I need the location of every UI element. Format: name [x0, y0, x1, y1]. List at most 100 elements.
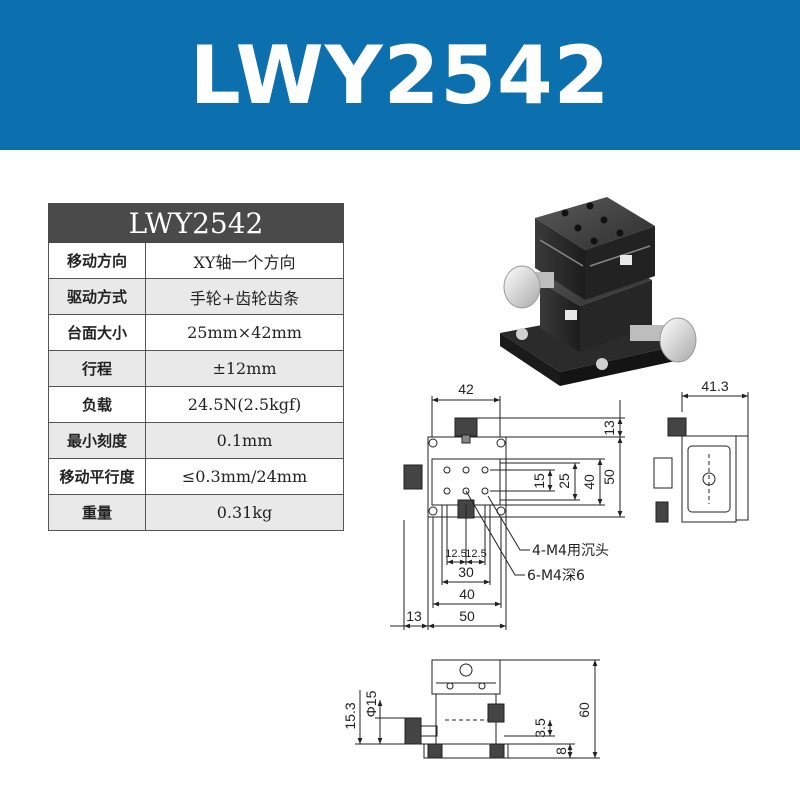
dim-label: 3.5: [532, 718, 548, 738]
side-knob-bottom: [655, 501, 669, 523]
dim-label: 15.3: [342, 702, 358, 729]
dim-label: Φ15: [363, 690, 379, 717]
lower-stage-side: [580, 280, 652, 352]
spec-label: 重量: [48, 494, 146, 531]
spec-table-header-row: LWY2542: [48, 203, 344, 243]
knob-shaft: [630, 325, 666, 341]
base-hole: [516, 328, 528, 340]
knob-top: [454, 417, 478, 437]
spec-value: ≤0.3mm/24mm: [145, 458, 344, 495]
knob-top: [667, 417, 687, 437]
dim-label: 25: [556, 473, 572, 489]
spec-label: 驱动方式: [48, 278, 146, 315]
spec-label: 移动平行度: [48, 458, 146, 495]
corner-hole: [428, 506, 438, 516]
dim-label: 60: [576, 702, 592, 718]
top-view-labels: 42 50 13 40 30 12.5 12.5 13 50 40 25 15 …: [406, 381, 617, 624]
table-row: 移动平行度≤0.3mm/24mm: [48, 458, 344, 495]
front-knob-left: [404, 717, 422, 745]
dim-label: 42: [458, 381, 474, 397]
dim-label: 12.5: [445, 548, 466, 560]
top-hole: [574, 224, 582, 232]
top-view: [390, 396, 625, 630]
spec-value: 手轮+齿轮齿条: [145, 278, 344, 315]
dim-label: 40: [581, 474, 597, 490]
dim-label: 41.3: [701, 378, 728, 394]
dim-label: 13: [406, 608, 422, 624]
table-row: 驱动方式手轮+齿轮齿条: [48, 278, 344, 315]
spec-label: 行程: [48, 350, 146, 387]
top-hole: [600, 216, 608, 224]
upper-stage-front: [535, 218, 585, 300]
front-foot: [489, 743, 505, 759]
front-view-base: [423, 743, 509, 759]
dim-label: 15: [531, 473, 547, 489]
knob-right: [659, 317, 697, 363]
hole-note: 4-M4用沉头: [532, 543, 609, 559]
top-hole: [586, 202, 594, 210]
front-knob-right: [487, 703, 505, 723]
dim-label: 50: [459, 608, 475, 624]
title-banner: LWY2542: [0, 0, 800, 150]
table-hole: [462, 487, 470, 495]
base-hole: [596, 358, 608, 370]
hole-note: 6-M4深6: [527, 568, 585, 584]
spec-label: 最小刻度: [48, 422, 146, 459]
table-hole: [443, 466, 451, 474]
dim-label: 50: [601, 469, 617, 485]
table-hole: [443, 487, 451, 495]
table-hole: [462, 466, 470, 474]
scale-line: [539, 239, 584, 267]
front-view-body: [435, 693, 497, 745]
front-hole: [446, 682, 454, 690]
banner-title: LWY2542: [189, 28, 611, 122]
top-hole: [561, 209, 569, 217]
scale-window: [620, 255, 632, 265]
front-view-labels: 60 8 3.5 15.3 Φ15: [342, 690, 592, 754]
table-row: 行程±12mm: [48, 350, 344, 387]
knob-left: [503, 265, 541, 309]
spec-value: 24.5N(2.5kgf): [145, 386, 344, 423]
front-foot: [427, 743, 443, 759]
knob-shaft: [461, 434, 471, 444]
front-hole: [478, 682, 486, 690]
side-view: [653, 392, 749, 523]
lower-stage-front: [540, 282, 580, 352]
leader-line: [487, 495, 530, 551]
dim-label: 12.5: [465, 548, 486, 560]
corner-hole: [428, 438, 438, 448]
front-view-top: [431, 659, 501, 695]
top-hole: [616, 229, 624, 237]
scale-window: [565, 310, 577, 320]
spec-label: 移动方向: [48, 242, 146, 279]
spec-value: 0.31kg: [145, 494, 344, 531]
front-view: [355, 659, 600, 759]
side-view-slot: [687, 445, 731, 513]
top-hole: [590, 237, 598, 245]
table-hole: [481, 466, 489, 474]
dim-label: 13: [601, 420, 617, 436]
side-knob: [653, 457, 673, 489]
base-plate-front: [500, 333, 560, 386]
spec-value: 25mm×42mm: [145, 314, 344, 351]
side-view-plate: [735, 435, 749, 521]
dim-label: 30: [458, 564, 474, 580]
leader-line: [465, 490, 525, 576]
spec-value: 0.1mm: [145, 422, 344, 459]
dim-label: 40: [459, 586, 475, 602]
spec-value: ±12mm: [145, 350, 344, 387]
front-shaft: [420, 725, 438, 737]
table-hole: [481, 487, 489, 495]
base-plate-side: [560, 345, 680, 386]
side-hole: [702, 472, 716, 486]
corner-hole: [496, 438, 506, 448]
dim-label: 8: [553, 747, 569, 755]
product-photo: [500, 197, 697, 386]
